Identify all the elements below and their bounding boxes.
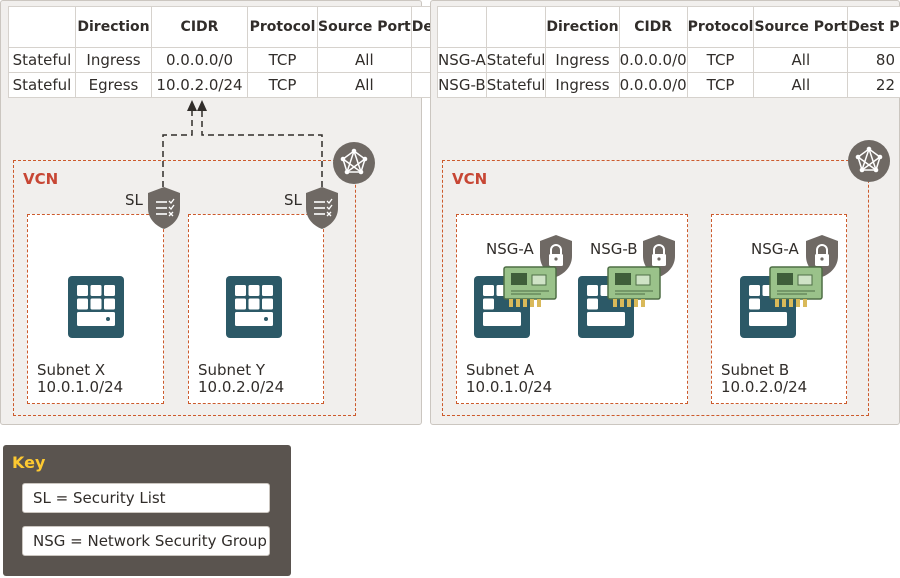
table-cell: 0.0.0.0/0 [151, 47, 248, 73]
subnet-a-name: Subnet A [466, 361, 535, 379]
left-rules-table: Direction CIDR Protocol Source Port Dest… [8, 6, 488, 98]
table-row: NSG-B Stateful Ingress 0.0.0.0/0 TCP All… [437, 72, 900, 98]
table-cell: Stateful [485, 72, 547, 98]
network-card-icon [607, 266, 661, 307]
table-cell: Stateful [8, 47, 76, 73]
table-cell: Ingress [75, 47, 152, 73]
right-rules-table: Direction CIDR Protocol Source Port Dest… [437, 6, 900, 98]
vcn-icon [333, 142, 375, 184]
table-cell: 0.0.0.0/0 [618, 47, 688, 73]
left-header-protocol: Protocol [247, 6, 318, 48]
nsg-label: NSG-A [751, 240, 799, 258]
key-legend: Key SL = Security List NSG = Network Sec… [3, 445, 291, 576]
table-cell: TCP [247, 47, 318, 73]
right-vcn-label: VCN [452, 170, 488, 188]
subnet-y-name: Subnet Y [198, 361, 266, 379]
table-cell: TCP [247, 72, 318, 98]
left-vcn-label: VCN [23, 170, 59, 188]
right-header-cidr: CIDR [618, 6, 688, 48]
subnet-b-label: Subnet B 10.0.2.0/24 [721, 362, 807, 396]
subnet-b-cidr: 10.0.2.0/24 [721, 378, 808, 396]
table-cell: 22 [847, 72, 900, 98]
left-header-blank [8, 6, 76, 48]
table-cell: Stateful [8, 72, 76, 98]
left-vcn-boundary [13, 160, 356, 416]
right-header-blank [437, 6, 487, 48]
table-cell: 10.0.2.0/24 [151, 72, 248, 98]
network-card-icon [769, 266, 823, 307]
subnet-y-cidr: 10.0.2.0/24 [198, 378, 285, 396]
table-row: Stateful Egress 10.0.2.0/24 TCP All 1521 [8, 72, 488, 98]
subnet-b-name: Subnet B [721, 361, 790, 379]
left-header-cidr: CIDR [151, 6, 248, 48]
left-header-source-port: Source Port [317, 6, 412, 48]
key-title: Key [12, 453, 46, 472]
security-list-shield-icon [306, 187, 338, 229]
table-cell: Stateful [485, 47, 547, 73]
subnet-a-cidr: 10.0.1.0/24 [466, 378, 553, 396]
table-row: Stateful Ingress 0.0.0.0/0 TCP All 80 [8, 47, 488, 73]
right-header-dest-port: Dest Port [847, 6, 900, 48]
right-header-protocol: Protocol [686, 6, 755, 48]
table-cell: Ingress [545, 72, 620, 98]
server-instance-icon [226, 276, 282, 338]
server-instance-icon [68, 276, 124, 338]
traffic-flow-arrows [162, 100, 323, 187]
table-cell: NSG-B [437, 72, 487, 98]
nsg-label: NSG-A [486, 240, 534, 258]
key-item-sl: SL = Security List [22, 483, 270, 513]
nsg-label: NSG-B [590, 240, 638, 258]
right-header-source-port: Source Port [753, 6, 849, 48]
vcn-icon [848, 140, 890, 182]
subnet-x-cidr: 10.0.1.0/24 [37, 378, 124, 396]
sl-label: SL [125, 191, 143, 209]
table-cell: 0.0.0.0/0 [618, 72, 688, 98]
subnet-y-label: Subnet Y 10.0.2.0/24 [198, 362, 284, 396]
table-cell: All [317, 72, 412, 98]
table-cell: Ingress [545, 47, 620, 73]
table-row: NSG-A Stateful Ingress 0.0.0.0/0 TCP All… [437, 47, 900, 73]
table-cell: TCP [686, 47, 755, 73]
table-cell: NSG-A [437, 47, 487, 73]
sl-label: SL [284, 191, 302, 209]
table-cell: Egress [75, 72, 152, 98]
network-card-icon [503, 266, 557, 307]
subnet-a-label: Subnet A 10.0.1.0/24 [466, 362, 552, 396]
table-cell: 80 [847, 47, 900, 73]
right-header-direction: Direction [545, 6, 620, 48]
right-header-blank [485, 6, 547, 48]
table-cell: All [753, 72, 849, 98]
security-list-shield-icon [148, 187, 180, 229]
subnet-x-label: Subnet X 10.0.1.0/24 [37, 362, 123, 396]
table-cell: TCP [686, 72, 755, 98]
key-item-nsg: NSG = Network Security Group [22, 526, 270, 556]
right-vcn-boundary [442, 160, 869, 416]
subnet-x-name: Subnet X [37, 361, 106, 379]
table-cell: All [317, 47, 412, 73]
table-cell: All [753, 47, 849, 73]
left-header-direction: Direction [75, 6, 152, 48]
